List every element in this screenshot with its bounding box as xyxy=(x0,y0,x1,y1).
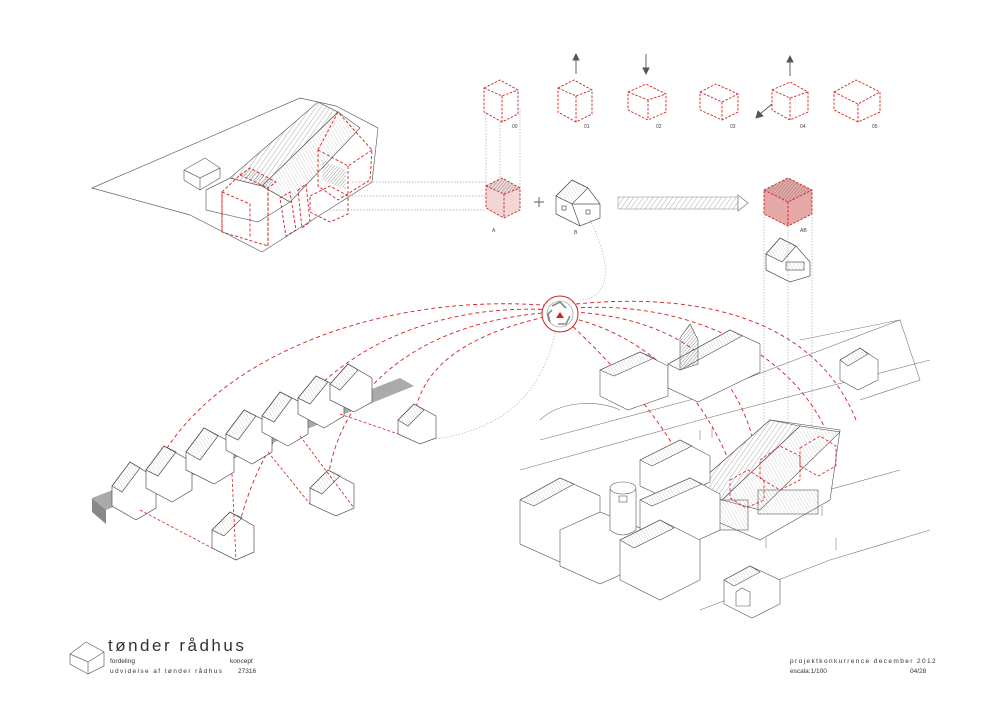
label-seq-03: 03 xyxy=(730,124,736,130)
label-seq-00: 00 xyxy=(512,124,518,130)
arrow-up-icon-2 xyxy=(786,54,794,76)
row-of-houses xyxy=(92,363,437,561)
title-line-2-right: 27316 xyxy=(238,668,257,675)
sequence-02 xyxy=(627,83,667,121)
module-a xyxy=(485,177,521,219)
module-b xyxy=(555,179,601,227)
town-red-volumes xyxy=(729,435,837,509)
flow-dotted-arcs xyxy=(429,219,606,441)
title-line-1-left: fordeling xyxy=(110,658,135,665)
label-a: A xyxy=(492,228,496,234)
sequence-03 xyxy=(699,83,739,121)
arrow-diagonal-icon xyxy=(755,103,773,119)
projection-lines-to-a xyxy=(330,181,486,211)
existing-building-red-hatch xyxy=(240,160,346,190)
arrow-down-icon xyxy=(642,54,650,76)
label-seq-02: 02 xyxy=(656,124,662,130)
label-seq-05: 05 xyxy=(872,124,878,130)
plus-icon xyxy=(534,197,544,207)
page-number: 04/28 xyxy=(910,668,927,675)
label-seq-04: 04 xyxy=(800,124,806,130)
title-line-1-right: koncept xyxy=(230,658,253,665)
town-trees xyxy=(699,428,837,550)
sequence-00 xyxy=(483,79,519,123)
label-ab: AB xyxy=(800,228,807,234)
label-seq-01: 01 xyxy=(584,124,590,130)
label-b: B xyxy=(574,230,578,236)
competition-line: projektkonkurrence december 2012 xyxy=(790,658,938,665)
scale-label: escala:1/100 xyxy=(790,668,827,675)
town-buildings xyxy=(519,323,879,619)
sequence-01 xyxy=(557,79,593,123)
transform-arrow xyxy=(617,194,749,212)
recycle-hub-icon xyxy=(541,295,579,333)
sequence-04 xyxy=(771,81,809,121)
project-title: tønder rådhus xyxy=(108,636,247,655)
title-line-2-left: udvidelse af tønder rådhus xyxy=(110,668,224,675)
arrow-up-icon xyxy=(572,52,580,74)
title-logo-house-icon xyxy=(69,641,105,675)
sequence-05 xyxy=(833,79,881,123)
sequence-projection-lines xyxy=(485,108,521,188)
existing-building-axonometric xyxy=(90,97,379,253)
module-ab xyxy=(763,177,813,227)
